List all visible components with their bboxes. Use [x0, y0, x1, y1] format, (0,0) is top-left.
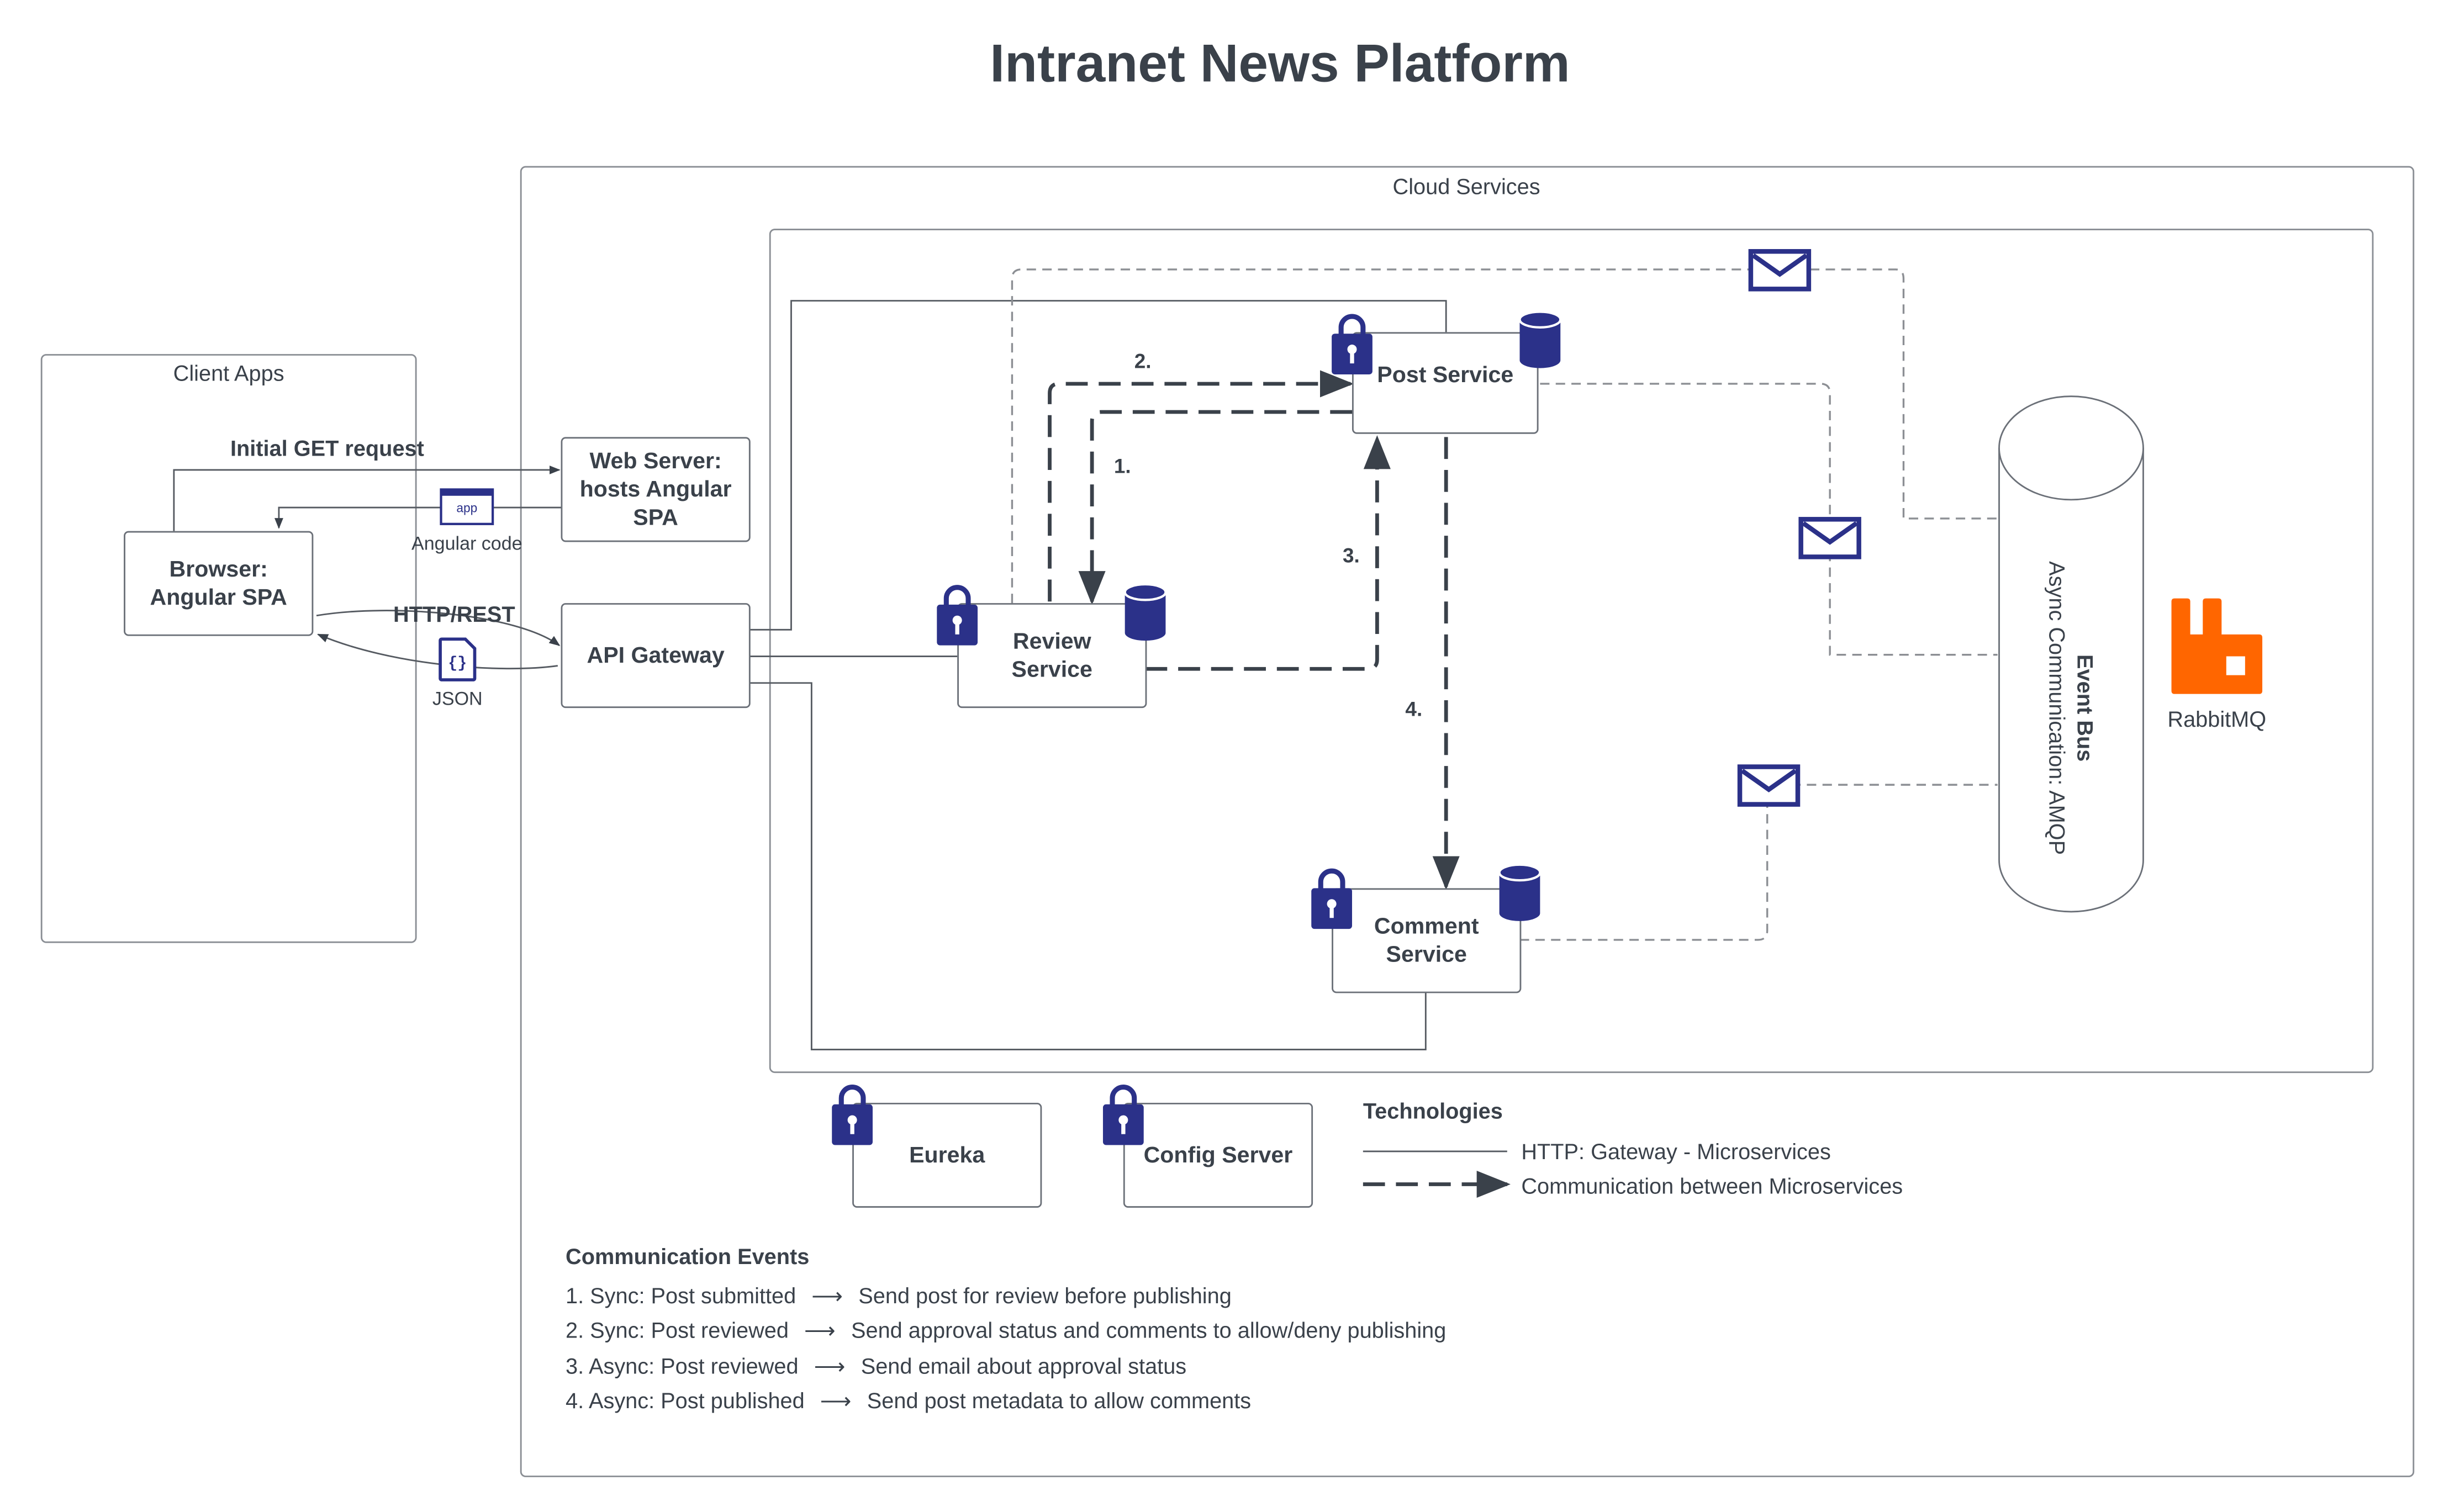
event-bus-title: Event Bus — [2072, 654, 2098, 762]
step3-label: 3. — [1342, 543, 1360, 567]
post-service-node: Post Service — [1352, 332, 1539, 434]
step2-label: 2. — [1134, 349, 1152, 373]
event-row: 2. Sync: Post reviewed ⟶ Send approval s… — [566, 1318, 1446, 1344]
event-row: 1. Sync: Post submitted ⟶ Send post for … — [566, 1283, 1232, 1309]
rabbitmq-logo — [2171, 598, 2263, 694]
post-bus-link — [1540, 383, 1998, 656]
initial-get-edge — [173, 466, 561, 531]
http-rest-label: HTTP/REST — [393, 601, 515, 627]
review-bus-link — [1011, 268, 1998, 604]
event-action: Send email about approval status — [861, 1353, 1187, 1379]
event-action: Send post for review before publishing — [858, 1283, 1232, 1308]
event-text: 2. Sync: Post reviewed — [566, 1317, 789, 1342]
browser-node: Browser: Angular SPA — [124, 531, 314, 636]
comment-bus-link — [1519, 784, 1998, 941]
app-window-icon: app — [440, 488, 494, 525]
gateway-to-comment-edge — [748, 682, 1427, 1050]
arrow-icon: ⟶ — [814, 1353, 846, 1379]
communication-events-heading: Communication Events — [566, 1244, 810, 1269]
arrow-icon: ⟶ — [820, 1388, 852, 1413]
event-bus-subtitle: Async Communication: AMQP — [2044, 561, 2070, 855]
envelope-icon — [1737, 764, 1801, 807]
microservices-container — [769, 229, 2374, 1074]
json-icon-label: {} — [448, 654, 467, 672]
event-row: 4. Async: Post published ⟶ Send post met… — [566, 1388, 1251, 1414]
initial-get-label: Initial GET request — [230, 435, 424, 461]
json-file-icon: {} — [439, 637, 477, 681]
app-icon-label: app — [456, 501, 477, 515]
page-title: Intranet News Platform — [990, 34, 1570, 94]
angular-code-edge — [274, 506, 561, 529]
arrow-icon: ⟶ — [804, 1317, 836, 1342]
event-text: 4. Async: Post published — [566, 1388, 805, 1413]
step3-edge — [1145, 435, 1391, 671]
angular-code-label: Angular code — [411, 532, 522, 555]
event-action: Send post metadata to allow comments — [867, 1388, 1252, 1413]
json-response-edge — [317, 633, 558, 670]
event-row: 3. Async: Post reviewed ⟶ Send email abo… — [566, 1354, 1186, 1380]
client-apps-container — [40, 354, 417, 943]
event-bus-cylinder — [1998, 395, 2144, 913]
http-rest-edge — [316, 610, 561, 646]
legend-communication-label: Communication between Microservices — [1521, 1173, 1903, 1198]
review-service-node: Review Service — [957, 603, 1147, 709]
json-label: JSON — [432, 688, 483, 710]
step1-label: 1. — [1113, 454, 1131, 478]
arrow-icon: ⟶ — [811, 1283, 843, 1308]
legend-http-label: HTTP: Gateway - Microservices — [1521, 1139, 1831, 1164]
comment-service-node: Comment Service — [1332, 888, 1522, 993]
step2-edge — [1048, 370, 1354, 602]
eureka-node: Eureka — [852, 1102, 1042, 1208]
cloud-services-label: Cloud Services — [1392, 173, 1540, 199]
rabbitmq-label: RabbitMQ — [2167, 706, 2267, 732]
web-server-node: Web Server: hosts Angular SPA — [561, 437, 751, 542]
api-gateway-node: API Gateway — [561, 603, 751, 709]
technologies-heading: Technologies — [1363, 1098, 1503, 1123]
step4-label: 4. — [1405, 697, 1423, 721]
event-action: Send approval status and comments to all… — [851, 1317, 1447, 1342]
step1-edge — [1078, 410, 1352, 605]
envelope-icon — [1798, 517, 1861, 559]
envelope-icon — [1748, 249, 1812, 292]
cloud-services-container — [520, 166, 2415, 1477]
event-text: 3. Async: Post reviewed — [566, 1353, 799, 1379]
client-apps-label: Client Apps — [173, 360, 284, 385]
event-bus-label: Event Bus Async Communication: AMQP — [2043, 504, 2099, 912]
event-text: 1. Sync: Post submitted — [566, 1283, 796, 1308]
gateway-to-post-edge — [748, 300, 1447, 631]
config-server-node: Config Server — [1123, 1102, 1313, 1208]
